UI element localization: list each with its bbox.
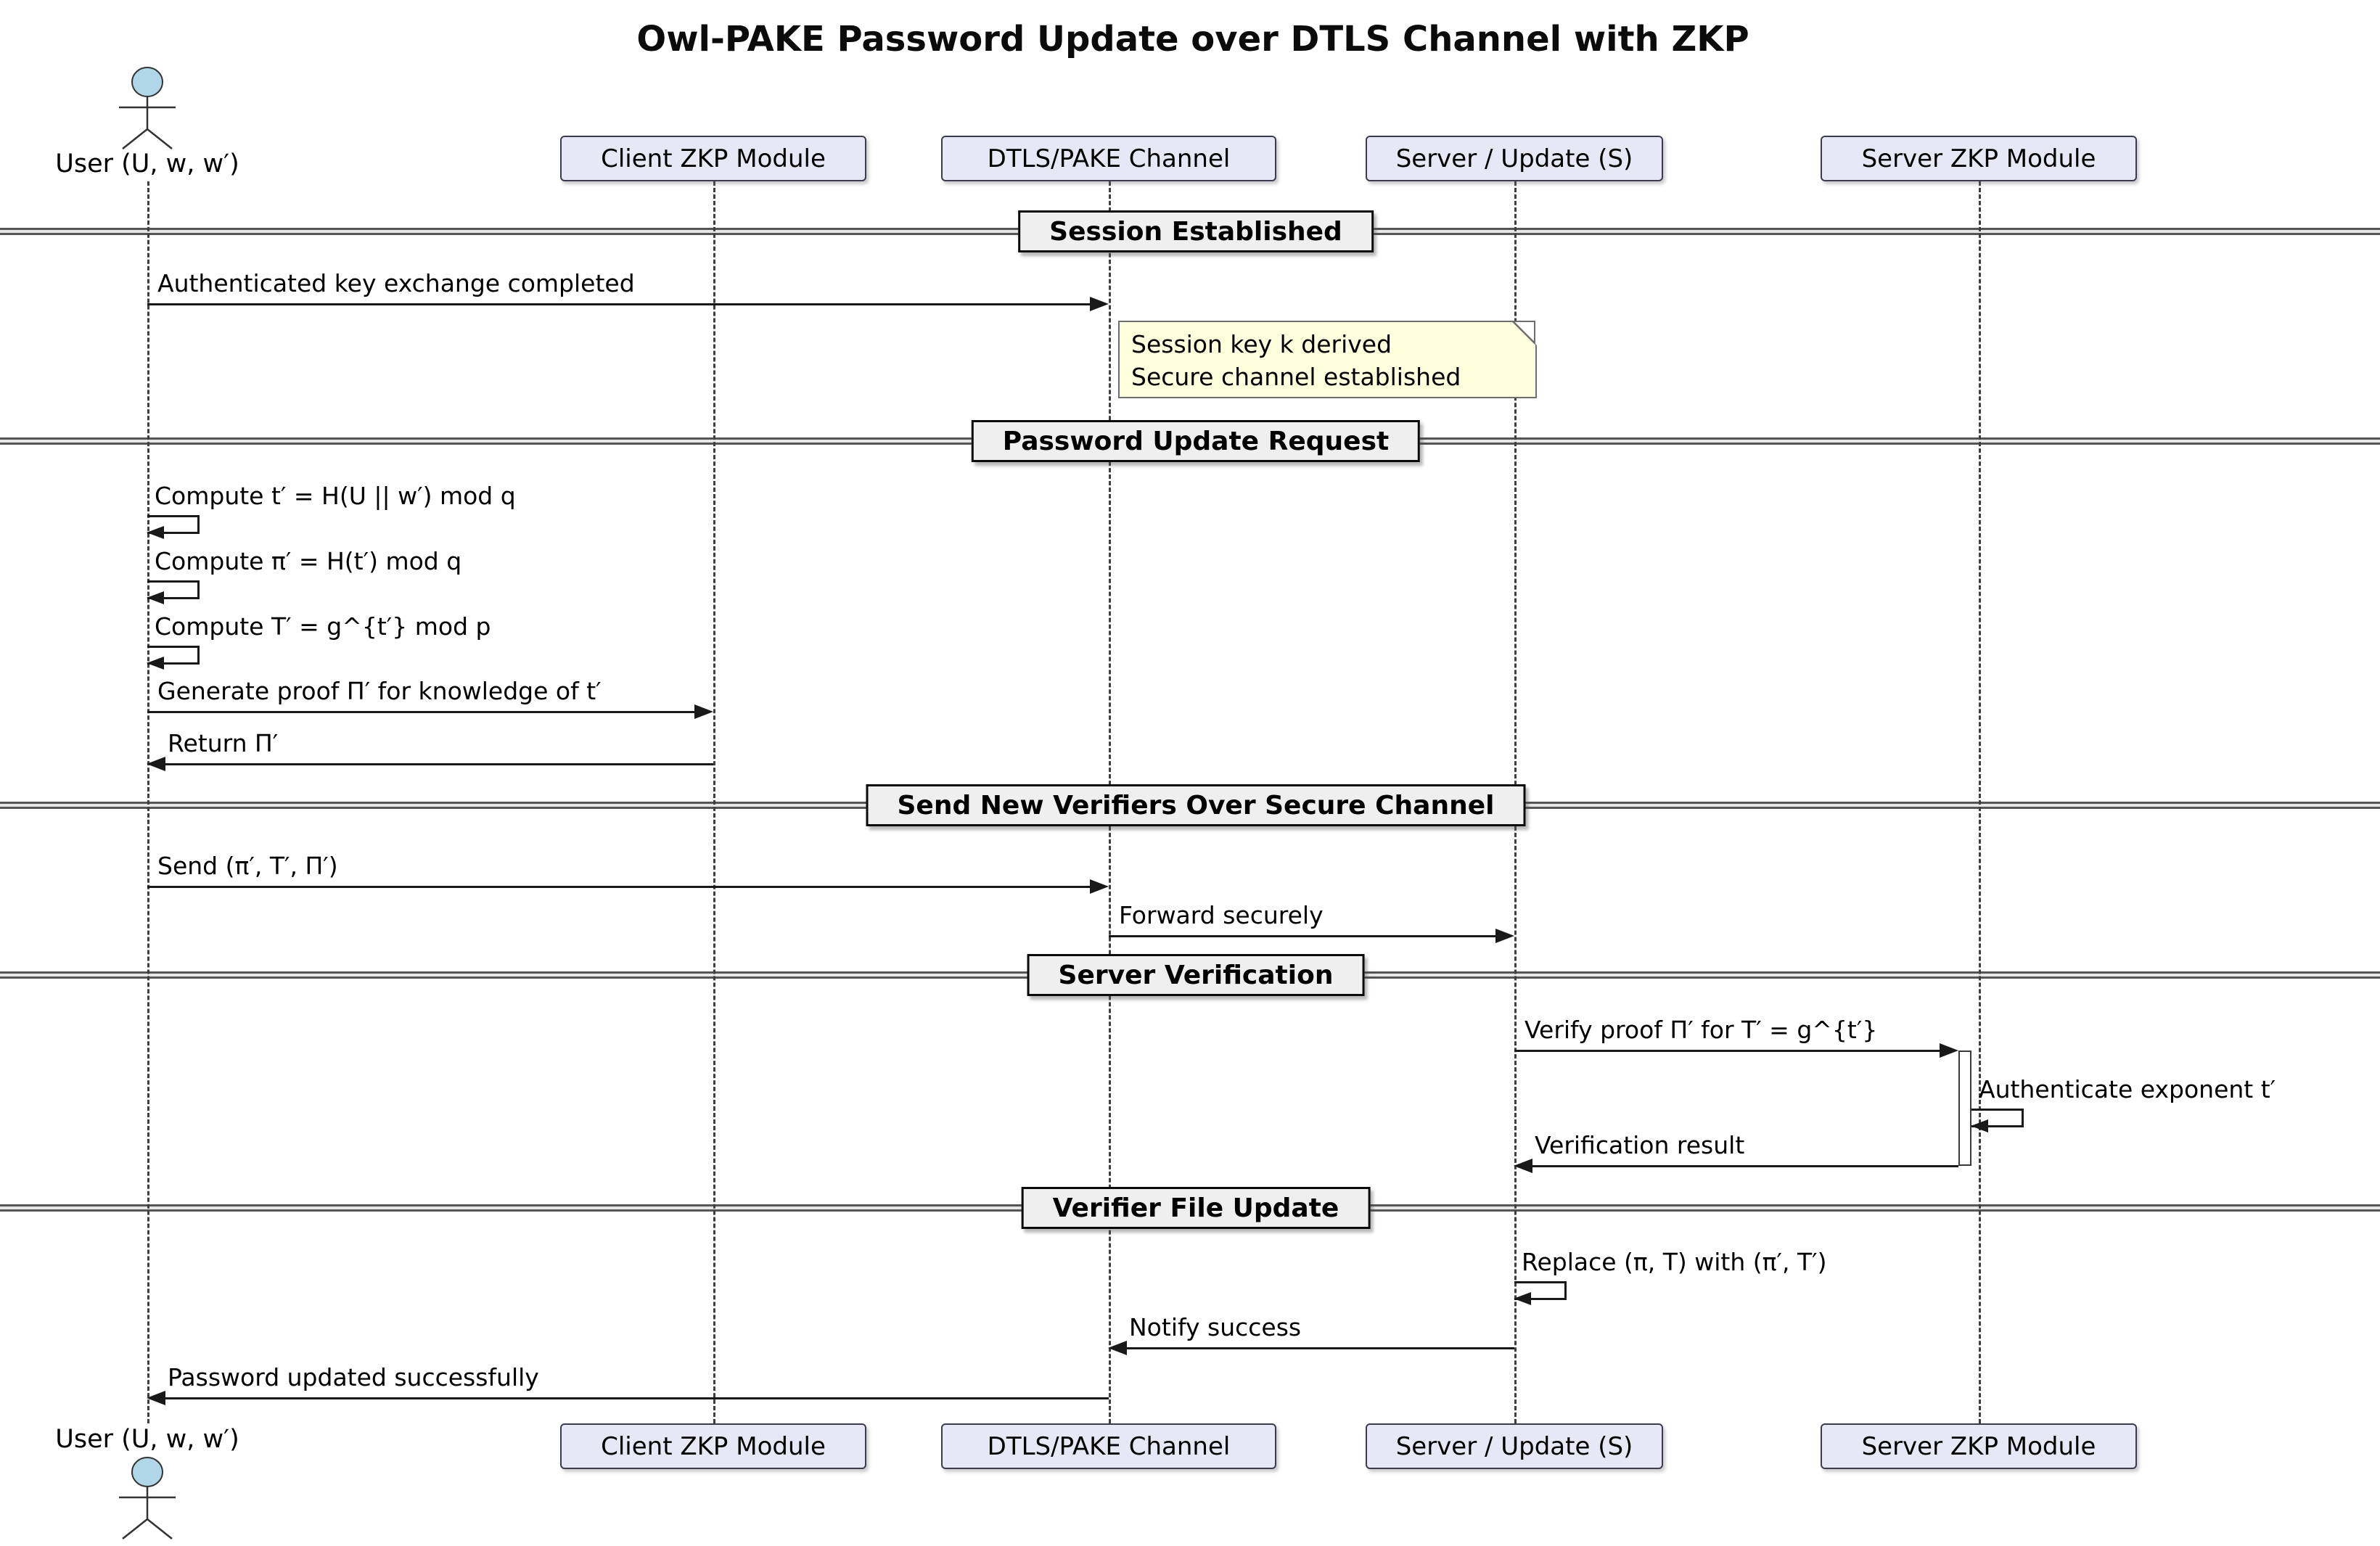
message-line (1519, 1165, 1958, 1167)
activation-bar (1958, 1050, 1971, 1166)
participant-box-dtls-channel-bottom: DTLS/PAKE Channel (941, 1423, 1276, 1469)
arrowhead-left-icon (1514, 1159, 1532, 1173)
section-divider: Verifier File Update (1021, 1187, 1371, 1229)
message-line (147, 303, 1104, 305)
participant-box-client-zkp-top: Client ZKP Module (560, 136, 866, 181)
message-label: Generate proof Π′ for knowledge of t′ (157, 677, 602, 705)
message-line (1113, 1347, 1514, 1349)
self-message-loop (147, 515, 200, 534)
arrowhead-right-icon (1090, 879, 1109, 894)
self-message-loop (147, 580, 200, 599)
lifeline-user (147, 181, 149, 1423)
participant-box-server-zkp-top: Server ZKP Module (1821, 136, 2137, 181)
message-label: Notify success (1129, 1313, 1302, 1341)
arrowhead-left-icon (147, 526, 164, 539)
message-label: Replace (π, T) with (π′, T′) (1522, 1248, 1827, 1276)
message-label: Send (π′, T′, Π′) (157, 852, 338, 880)
message-label: Authenticate exponent t′ (1979, 1075, 2276, 1103)
participant-box-server-update-top: Server / Update (S) (1366, 136, 1663, 181)
arrowhead-left-icon (1971, 1119, 1988, 1132)
participant-box-dtls-channel-top: DTLS/PAKE Channel (941, 136, 1276, 181)
section-divider: Server Verification (1027, 954, 1365, 996)
message-label: Forward securely (1119, 901, 1324, 929)
message-label: Authenticated key exchange completed (157, 269, 635, 297)
message-label: Compute π′ = H(t′) mod q (155, 547, 462, 575)
actor-icon-bottom (97, 1457, 198, 1544)
message-line (147, 886, 1104, 888)
section-divider: Password Update Request (971, 420, 1421, 462)
arrowhead-right-icon (1090, 297, 1109, 311)
message-label: Return Π′ (168, 729, 279, 757)
message-label: Compute T′ = g^{t′} mod p (155, 612, 491, 641)
message-line (152, 763, 713, 765)
arrowhead-right-icon (1495, 929, 1514, 943)
self-message-loop (1971, 1109, 2024, 1127)
participant-box-server-update-bottom: Server / Update (S) (1366, 1423, 1663, 1469)
message-label: Verification result (1535, 1131, 1745, 1159)
message-line (1514, 1050, 1954, 1052)
diagram-title: Owl-PAKE Password Update over DTLS Chann… (636, 19, 1749, 59)
message-label: Compute t′ = H(U || w′) mod q (155, 482, 516, 510)
note-fold-icon (1511, 321, 1537, 348)
arrowhead-left-icon (147, 1391, 165, 1405)
section-divider: Send New Verifiers Over Secure Channel (866, 784, 1526, 826)
participant-box-client-zkp-bottom: Client ZKP Module (560, 1423, 866, 1469)
lifeline-client-zkp (713, 181, 715, 1423)
message-label: Password updated successfully (168, 1363, 539, 1391)
arrowhead-right-icon (1940, 1043, 1958, 1058)
participant-box-server-zkp-bottom: Server ZKP Module (1821, 1423, 2137, 1469)
actor-icon-top (97, 67, 198, 154)
self-message-loop (1514, 1281, 1567, 1300)
note-line: Secure channel established (1131, 363, 1461, 391)
actor-label-bottom: User (U, w, w′) (55, 1425, 239, 1454)
section-divider: Session Established (1018, 210, 1374, 252)
arrowhead-left-icon (1514, 1292, 1531, 1305)
message-line (1109, 935, 1510, 937)
note-line: Session key k derived (1131, 330, 1392, 358)
arrowhead-right-icon (694, 704, 713, 719)
actor-label-top: User (U, w, w′) (55, 149, 239, 178)
arrowhead-left-icon (147, 757, 165, 771)
self-message-loop (147, 646, 200, 665)
arrowhead-left-icon (1108, 1341, 1127, 1355)
message-label: Verify proof Π′ for T′ = g^{t′} (1525, 1016, 1878, 1044)
arrowhead-left-icon (147, 591, 164, 604)
message-line (152, 1397, 1109, 1399)
arrowhead-left-icon (147, 657, 164, 670)
lifeline-server-zkp (1979, 181, 1981, 1423)
message-line (147, 711, 709, 713)
